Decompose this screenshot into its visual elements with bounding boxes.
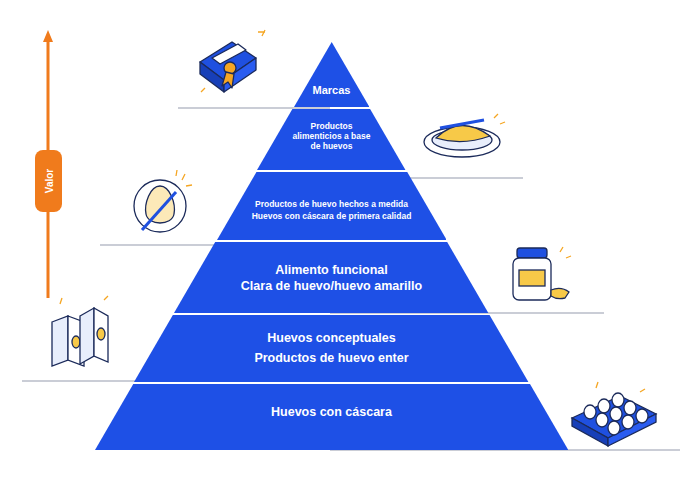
band-shape (174, 242, 488, 313)
pyramid-band: Huevos conceptualesProductos de huevo en… (134, 315, 528, 382)
band-label: Huevos con cáscara (271, 405, 392, 420)
band-label: Productos de huevo hechos a medida (255, 199, 408, 209)
band-fill (217, 172, 447, 240)
pyramid-band: Huevos con cáscara (95, 384, 568, 450)
pyramid-band: Alimento funcionalClara de huevo/huevo a… (174, 242, 488, 313)
omelette-plate-icon (424, 114, 505, 157)
band-label: Productos alimenticios a base de huevos (291, 121, 371, 152)
egg-tray-icon (572, 382, 656, 446)
band-fill (174, 242, 488, 313)
band-label: Huevos conceptuales (267, 331, 396, 346)
band-fill (294, 42, 369, 107)
band-label: Marcas (312, 84, 350, 97)
band-fill (134, 315, 528, 382)
band-shape (294, 42, 369, 107)
powder-jar-icon (513, 247, 571, 300)
band-fill (95, 384, 568, 450)
pyramid-band: Productos de huevo hechos a medidaHuevos… (217, 172, 447, 240)
band-label: Productos de huevo enter (254, 351, 408, 366)
egg-wand-icon (134, 170, 192, 232)
shelf-lines (22, 108, 680, 450)
brand-certificate-icon (200, 30, 265, 92)
pyramid-band: Marcas (294, 42, 369, 107)
band-label: Clara de huevo/huevo amarillo (241, 279, 422, 294)
band-label: Huevos con cáscara de primera calidad (252, 211, 412, 221)
egg-cartons-icon (52, 296, 108, 366)
value-arrow (35, 30, 62, 298)
band-label: Alimento funcional (275, 263, 388, 278)
band-shape (134, 315, 528, 382)
pyramid-band: Productos alimenticios a base de huevos (257, 109, 405, 170)
axis-label: Valor (43, 169, 54, 193)
band-fill (257, 109, 405, 170)
